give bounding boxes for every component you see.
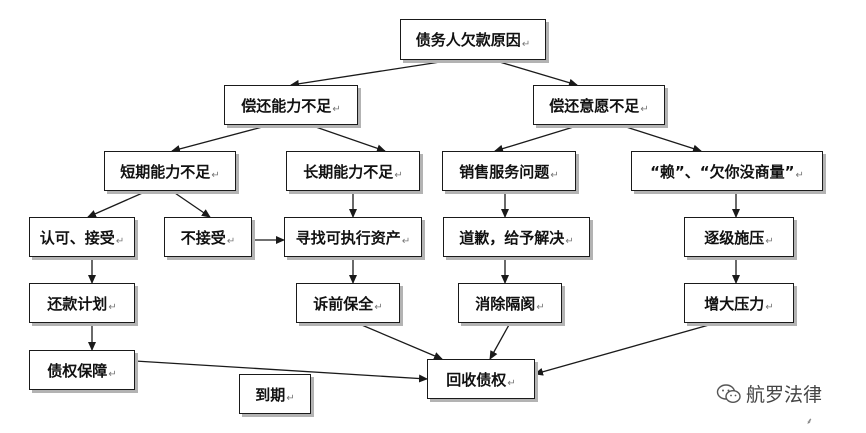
node-apologize-resolve: 道歉，给予解决↵: [443, 217, 590, 257]
watermark-text: 航罗法律: [746, 384, 823, 406]
node-label: 消除隔阂: [475, 294, 536, 313]
node-pre-litigation-preservation: 诉前保全↵: [296, 283, 400, 323]
edge-eliminate-to-recover: [489, 322, 511, 360]
node-label: 债务人欠款原因: [415, 31, 521, 49]
paragraph-mark: ↵: [507, 378, 516, 389]
node-label: 寻找可执行资产: [295, 228, 401, 247]
node-eliminate-estrangement: 消除隔阂↵: [458, 283, 562, 323]
node-recover-claim: 回收债权↵: [427, 359, 535, 399]
edge-root-to-ability: [290, 59, 454, 88]
edge-preserve-to-recover: [356, 322, 443, 360]
footer-mark: ⸙: [806, 417, 813, 427]
paragraph-mark: ↵: [108, 369, 117, 380]
node-label: 道歉，给予解决: [459, 228, 565, 247]
node-label: 偿还能力不足: [241, 96, 332, 115]
node-repayment-plan: 还款计划↵: [29, 283, 135, 323]
edge-short-to-reject: [171, 190, 211, 218]
node-refuse-to-pay: “赖”、“欠你没商量”↵: [631, 151, 823, 191]
paragraph-mark: ↵: [640, 104, 649, 115]
node-long-term-inability: 长期能力不足↵: [286, 151, 420, 191]
paragraph-mark: ↵: [565, 236, 574, 247]
node-label: 偿还意愿不足: [549, 96, 640, 115]
watermark: 航罗法律: [716, 380, 822, 407]
node-label: 不接受: [180, 228, 226, 247]
paragraph-mark: ↵: [226, 236, 236, 247]
paragraph-mark: ↵: [521, 39, 531, 50]
node-insufficient-ability: 偿还能力不足↵: [224, 85, 358, 125]
node-label: 到期: [255, 385, 286, 404]
edge-willingness-to-sales: [494, 124, 581, 153]
paragraph-mark: ↵: [374, 302, 383, 313]
node-maturity: 到期↵: [239, 374, 311, 414]
edge-ability-to-long: [309, 124, 386, 153]
node-label: 诉前保全: [313, 294, 374, 313]
paragraph-mark: ↵: [394, 170, 403, 181]
paragraph-mark: ↵: [115, 236, 125, 247]
node-label: 还款计划: [47, 294, 108, 313]
edge-short-to-accept: [87, 190, 148, 218]
paragraph-mark: ↵: [765, 236, 774, 247]
edge-guarantee-to-recover: [134, 360, 428, 383]
paragraph-mark: ↵: [211, 170, 220, 181]
edge-increase-to-recover: [534, 322, 717, 376]
node-label: 回收债权: [446, 370, 507, 389]
node-claim-guarantee: 债权保障↵: [29, 350, 135, 390]
node-label: 短期能力不足: [120, 162, 211, 181]
node-label: 长期能力不足: [303, 162, 394, 181]
paragraph-mark: ↵: [765, 302, 774, 313]
paragraph-mark: ↵: [108, 302, 117, 313]
node-sales-service-issue: 销售服务问题↵: [442, 151, 576, 191]
node-increase-pressure: 增大压力↵: [684, 283, 794, 323]
paragraph-mark: ↵: [795, 170, 804, 181]
node-label: 认可、接受: [39, 228, 115, 247]
node-label: 销售服务问题: [459, 162, 550, 181]
node-escalating-pressure: 逐级施压↵: [684, 217, 794, 257]
wechat-icon: [716, 383, 741, 403]
node-insufficient-willingness: 偿还意愿不足↵: [533, 85, 665, 125]
node-label: 增大压力: [704, 294, 765, 313]
paragraph-mark: ↵: [286, 393, 295, 404]
node-reject: 不接受↵: [164, 217, 252, 257]
node-label: 逐级施压: [704, 228, 765, 247]
paragraph-mark: ↵: [401, 236, 411, 247]
node-label: “赖”、“欠你没商量”: [650, 162, 795, 181]
edge-willingness-to-lai: [619, 124, 702, 153]
paragraph-mark: ↵: [332, 104, 341, 115]
edge-root-to-willingness: [492, 59, 578, 87]
paragraph-mark: ↵: [536, 302, 545, 313]
node-accept: 认可、接受↵: [29, 217, 135, 257]
edge-ability-to-short: [171, 124, 271, 153]
node-short-term-inability: 短期能力不足↵: [104, 151, 236, 191]
node-find-executable-assets: 寻找可执行资产↵: [284, 217, 422, 257]
paragraph-mark: ↵: [550, 170, 559, 181]
node-label: 债权保障: [47, 361, 108, 380]
node-debtor-default-cause: 债务人欠款原因↵: [400, 19, 546, 60]
